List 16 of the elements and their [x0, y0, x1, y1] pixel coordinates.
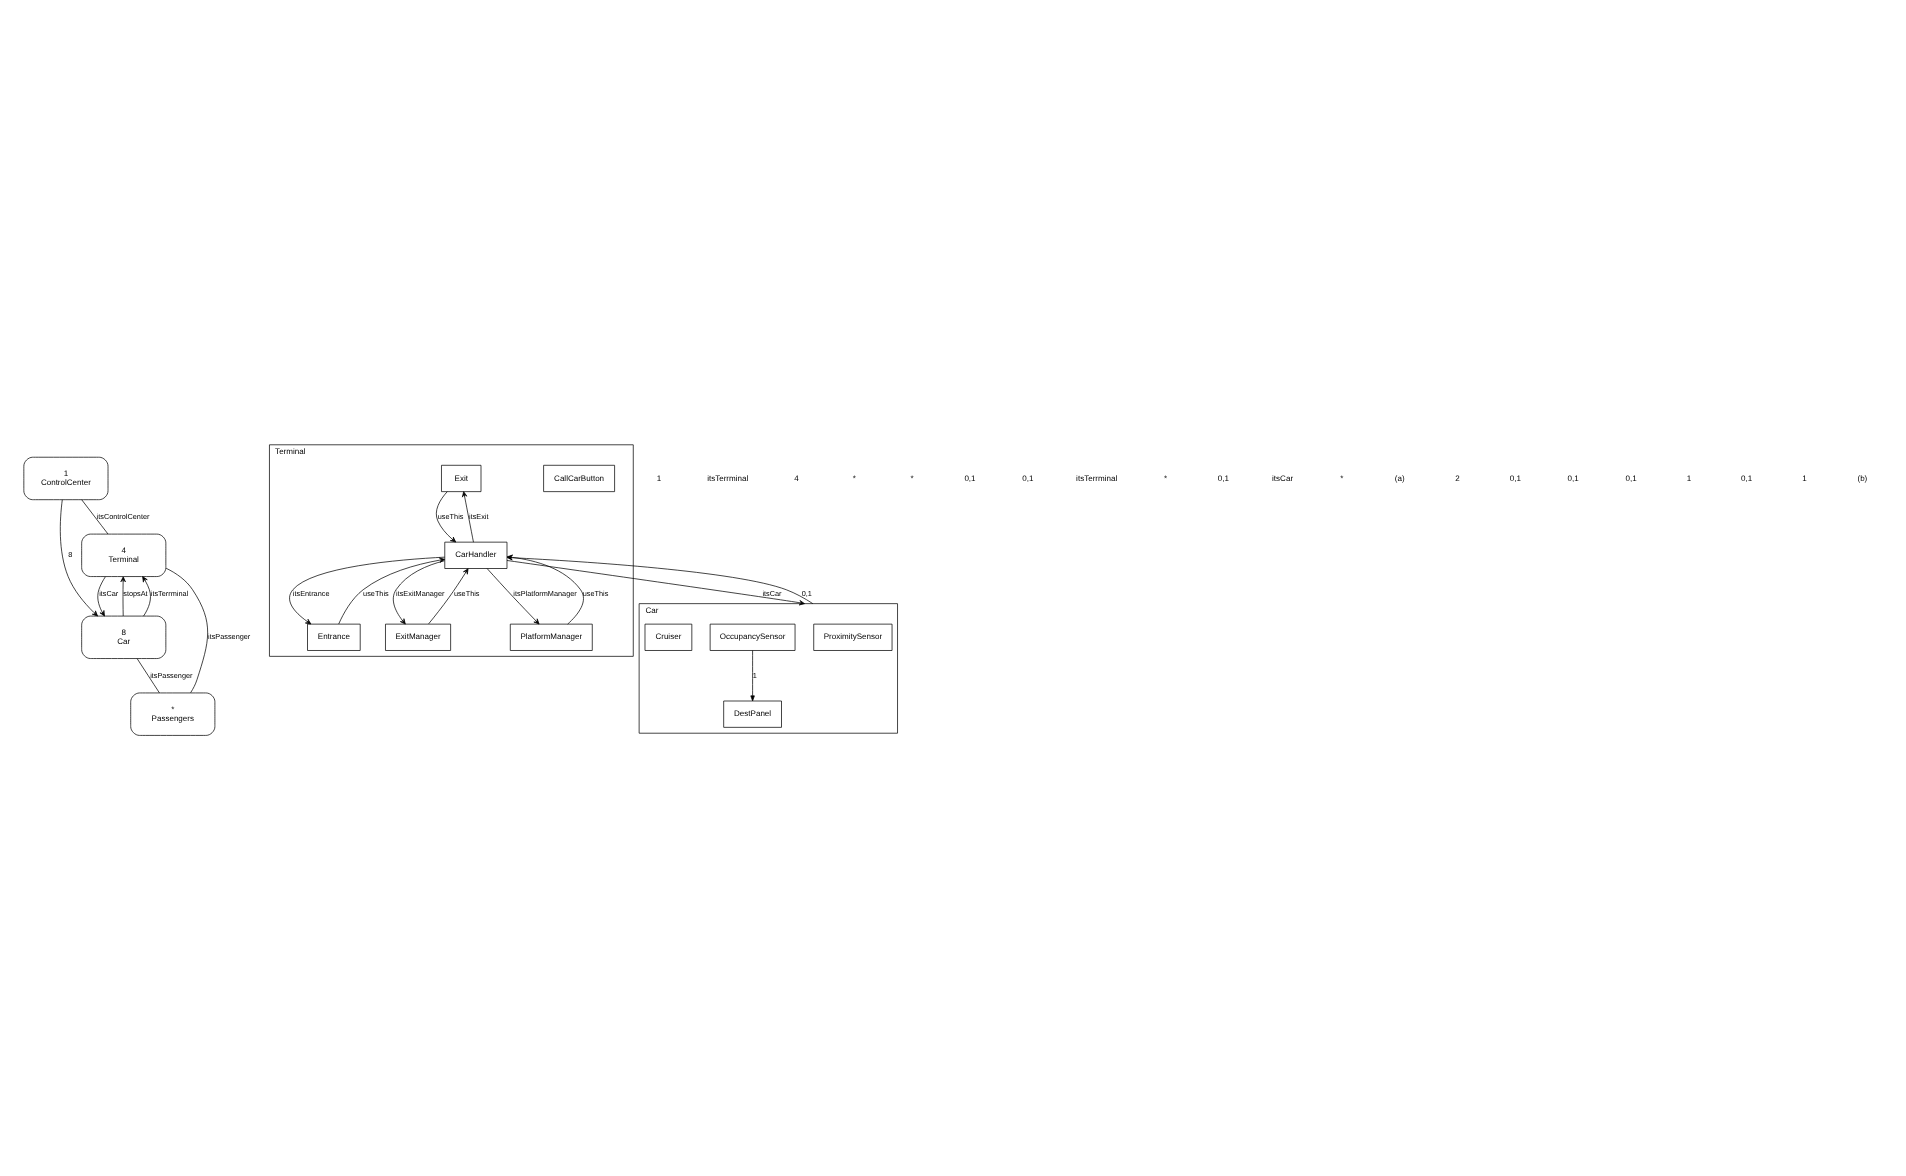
arrow	[142, 575, 151, 616]
arrow	[392, 559, 445, 624]
arrow	[486, 567, 540, 624]
arrow	[97, 575, 106, 616]
arrow	[338, 556, 446, 624]
arrow	[462, 490, 474, 542]
arrow	[506, 559, 805, 605]
connector	[81, 498, 109, 534]
connector	[136, 657, 160, 693]
arrow	[435, 490, 457, 542]
arrow	[289, 555, 446, 624]
arrow	[750, 649, 755, 701]
arrow	[120, 575, 126, 616]
arrow	[428, 567, 469, 624]
arrow	[59, 498, 98, 616]
connector	[165, 566, 209, 693]
